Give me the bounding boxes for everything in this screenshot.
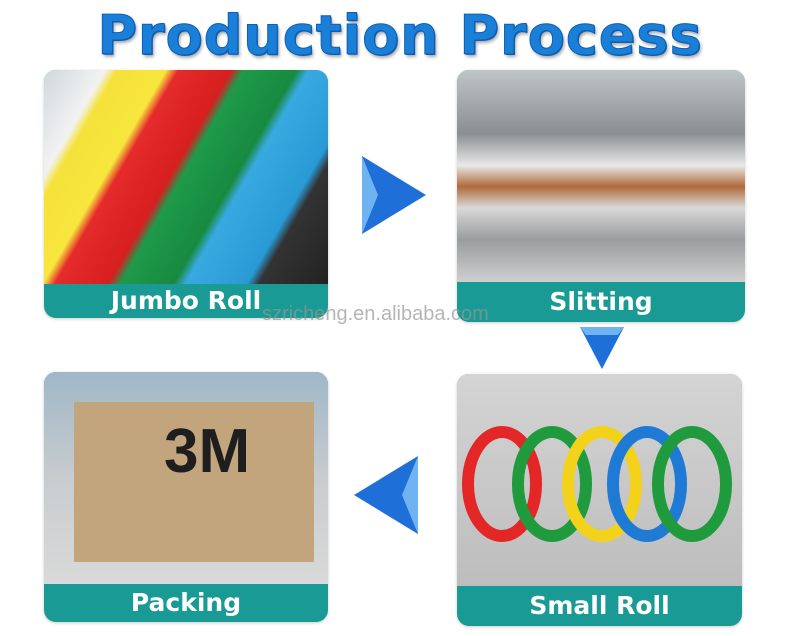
arrow-right-icon bbox=[362, 156, 426, 234]
box-logo: 3M bbox=[164, 417, 251, 486]
step-packing: 3M Packing bbox=[44, 372, 328, 622]
arrow-down-icon bbox=[580, 327, 624, 369]
cardboard-box: 3M bbox=[74, 402, 314, 562]
small-roll-photo bbox=[457, 374, 742, 586]
page-title: Production Process bbox=[97, 4, 703, 68]
arrow-left-icon bbox=[354, 456, 418, 534]
jumbo-roll-photo bbox=[44, 70, 328, 284]
tape-rolls bbox=[462, 426, 732, 542]
step-jumbo-roll: Jumbo Roll bbox=[44, 70, 328, 318]
step-small-roll: Small Roll bbox=[457, 374, 742, 626]
step-label: Slitting bbox=[549, 287, 653, 316]
watermark: szricheng.en.alibaba.com bbox=[262, 303, 489, 325]
step-label: Jumbo Roll bbox=[110, 286, 262, 315]
step-slitting: Slitting bbox=[457, 70, 745, 322]
packing-photo: 3M bbox=[44, 372, 328, 584]
step-label: Packing bbox=[130, 588, 242, 617]
slitting-photo bbox=[457, 70, 745, 282]
step-label: Small Roll bbox=[529, 591, 670, 620]
